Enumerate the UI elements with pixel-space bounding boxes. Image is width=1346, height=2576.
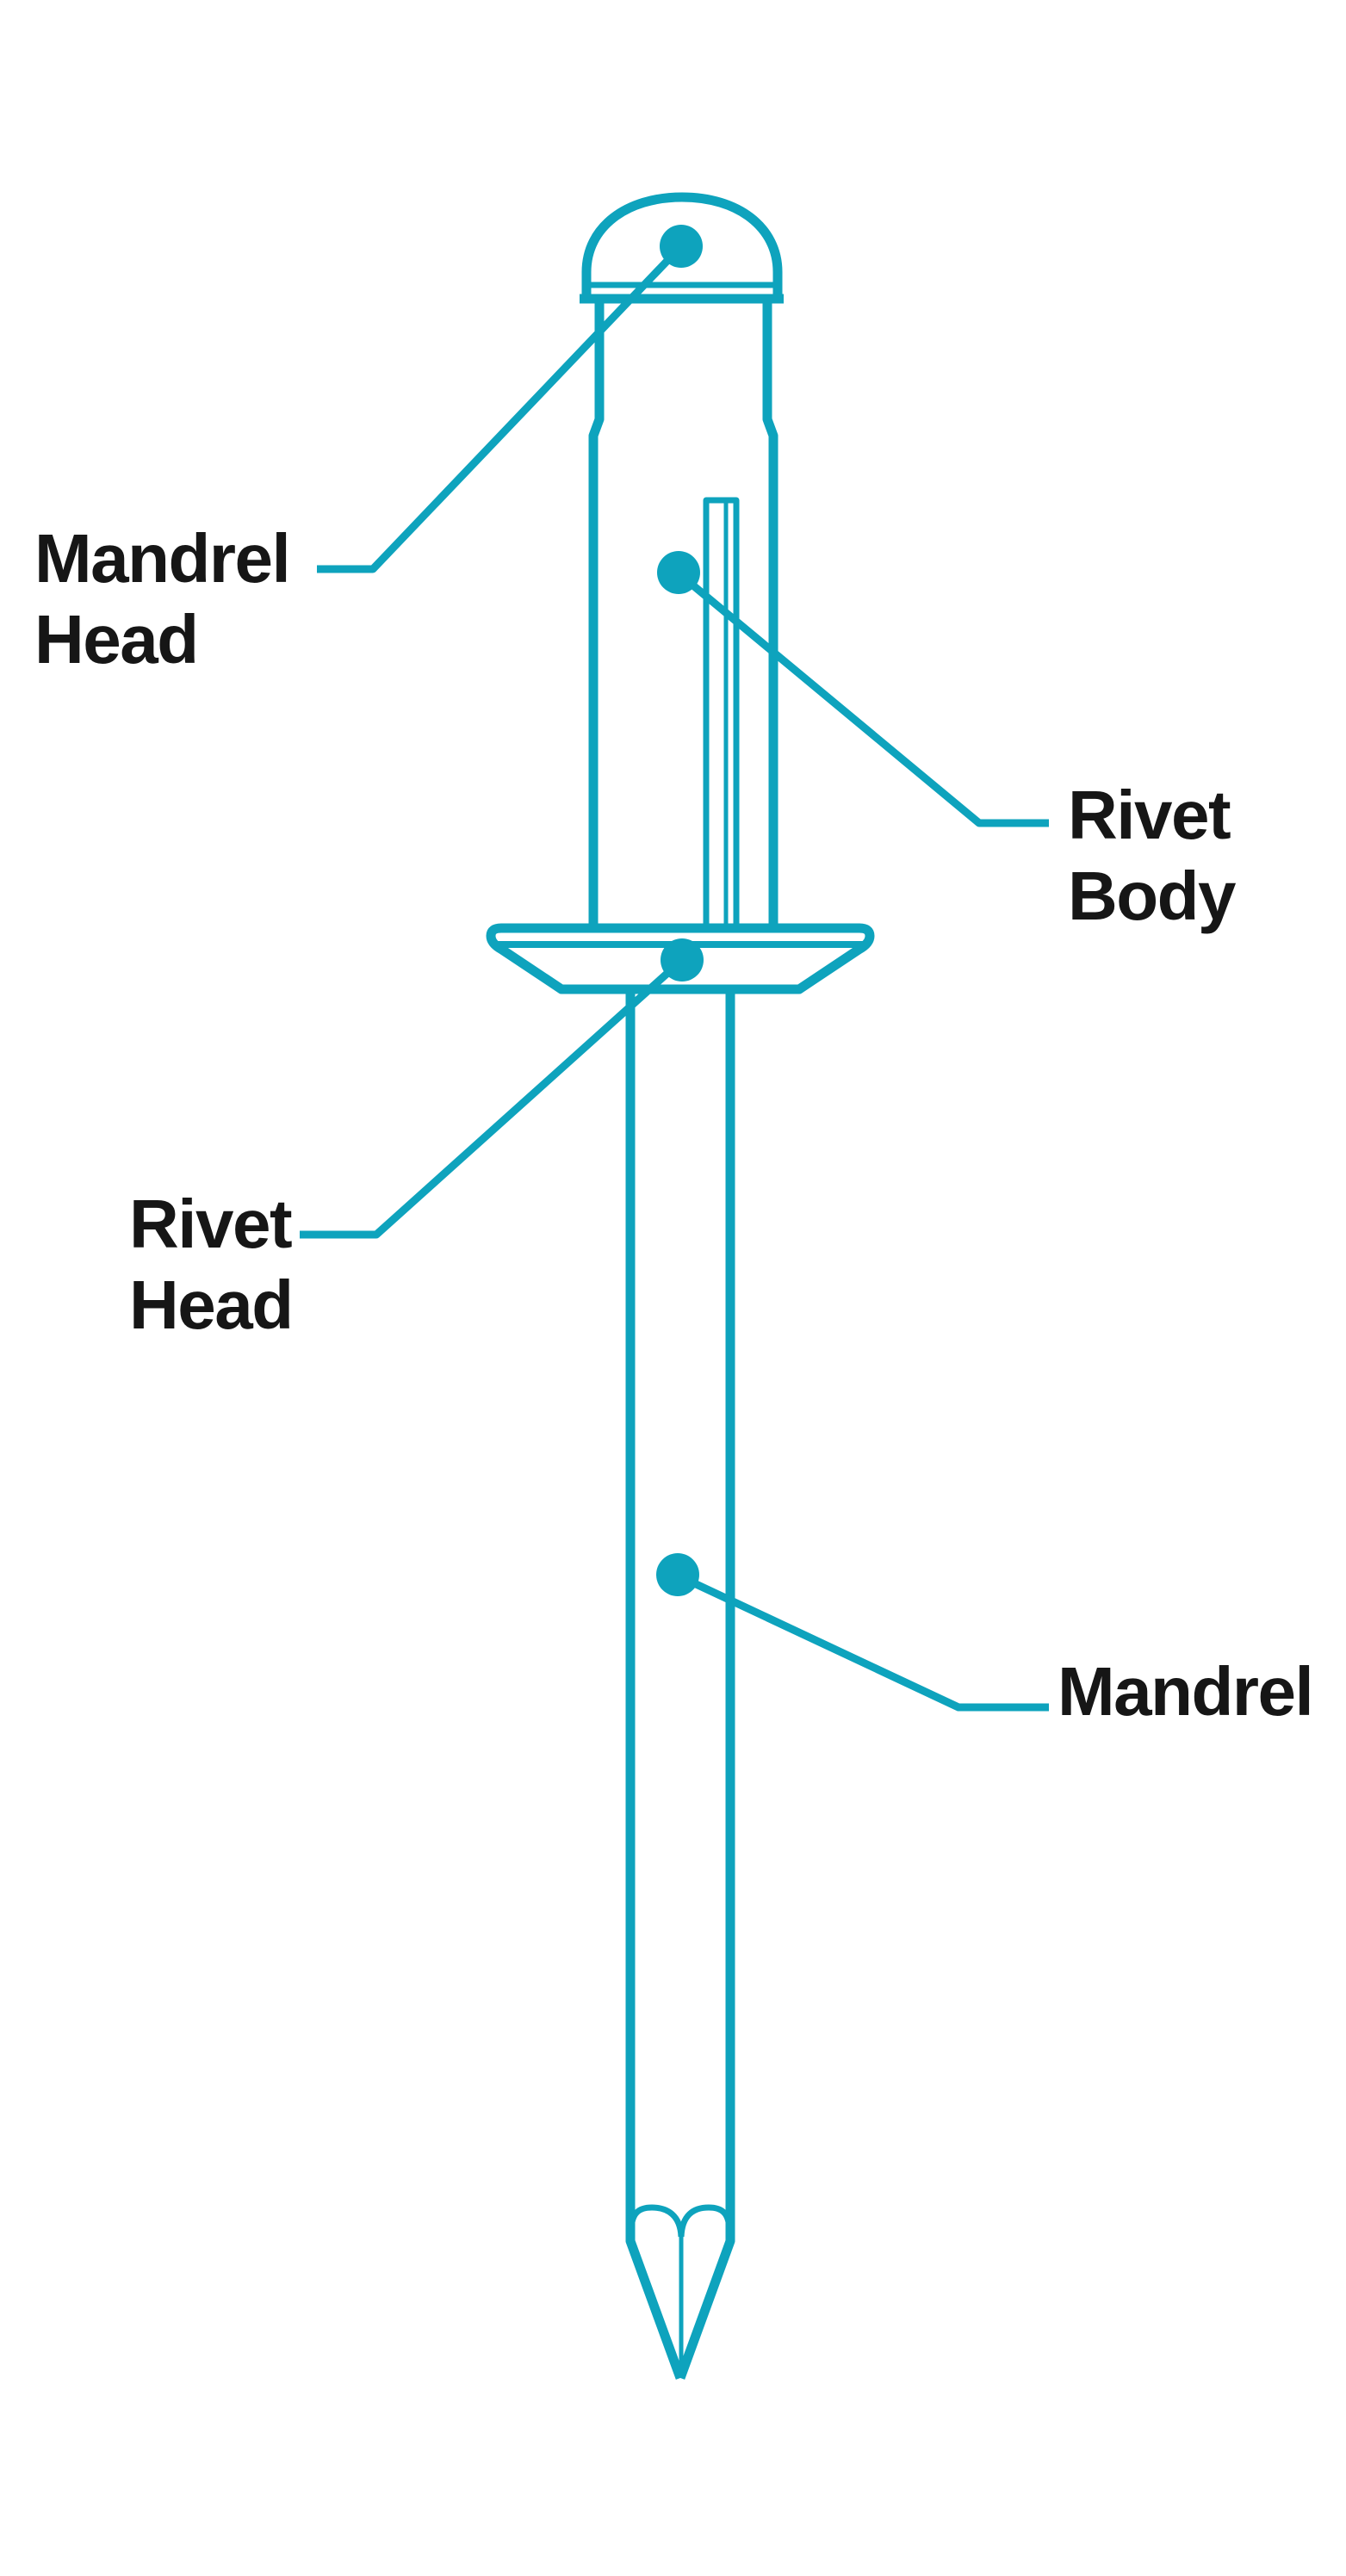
leader-line-rivet-head bbox=[300, 957, 685, 1239]
rivet-body-right-wall bbox=[762, 301, 778, 925]
label-rivet-head-line2: Head bbox=[129, 1266, 294, 1343]
mandrel-stem-channel bbox=[703, 497, 740, 925]
label-rivet-head-line1: Rivet bbox=[129, 1186, 293, 1262]
mandrel-shaft-left-wall bbox=[625, 989, 685, 2380]
label-rivet-body-line1: Rivet bbox=[1068, 777, 1231, 853]
label-rivet-body: Rivet Body bbox=[1068, 775, 1237, 937]
rivet-head-flange-outline bbox=[486, 923, 875, 994]
leader-line-rivet-body bbox=[676, 570, 1049, 827]
label-mandrel-line1: Mandrel bbox=[1058, 1653, 1314, 1730]
label-mandrel-head-line1: Mandrel bbox=[34, 520, 291, 597]
mandrel-tip-arc-left bbox=[628, 2204, 685, 2238]
marker-dot-rivet-body bbox=[657, 551, 700, 594]
marker-dot-rivet-head bbox=[661, 938, 704, 981]
marker-dot-mandrel bbox=[656, 1553, 699, 1596]
leader-line-mandrel-head bbox=[317, 244, 684, 573]
label-mandrel-head-line2: Head bbox=[34, 601, 199, 678]
marker-dot-mandrel-head bbox=[660, 225, 703, 268]
mandrel-shaft-right-wall bbox=[675, 989, 735, 2380]
rivet-body-left-wall bbox=[588, 301, 605, 925]
label-rivet-body-line2: Body bbox=[1068, 858, 1237, 934]
mandrel-head-dome bbox=[581, 192, 783, 302]
label-rivet-head: Rivet Head bbox=[129, 1184, 294, 1346]
mandrel-tip-arc-right bbox=[678, 2204, 733, 2238]
label-mandrel: Mandrel bbox=[1058, 1651, 1314, 1732]
leader-line-mandrel bbox=[676, 1571, 1049, 1712]
label-mandrel-head: Mandrel Head bbox=[34, 518, 291, 680]
